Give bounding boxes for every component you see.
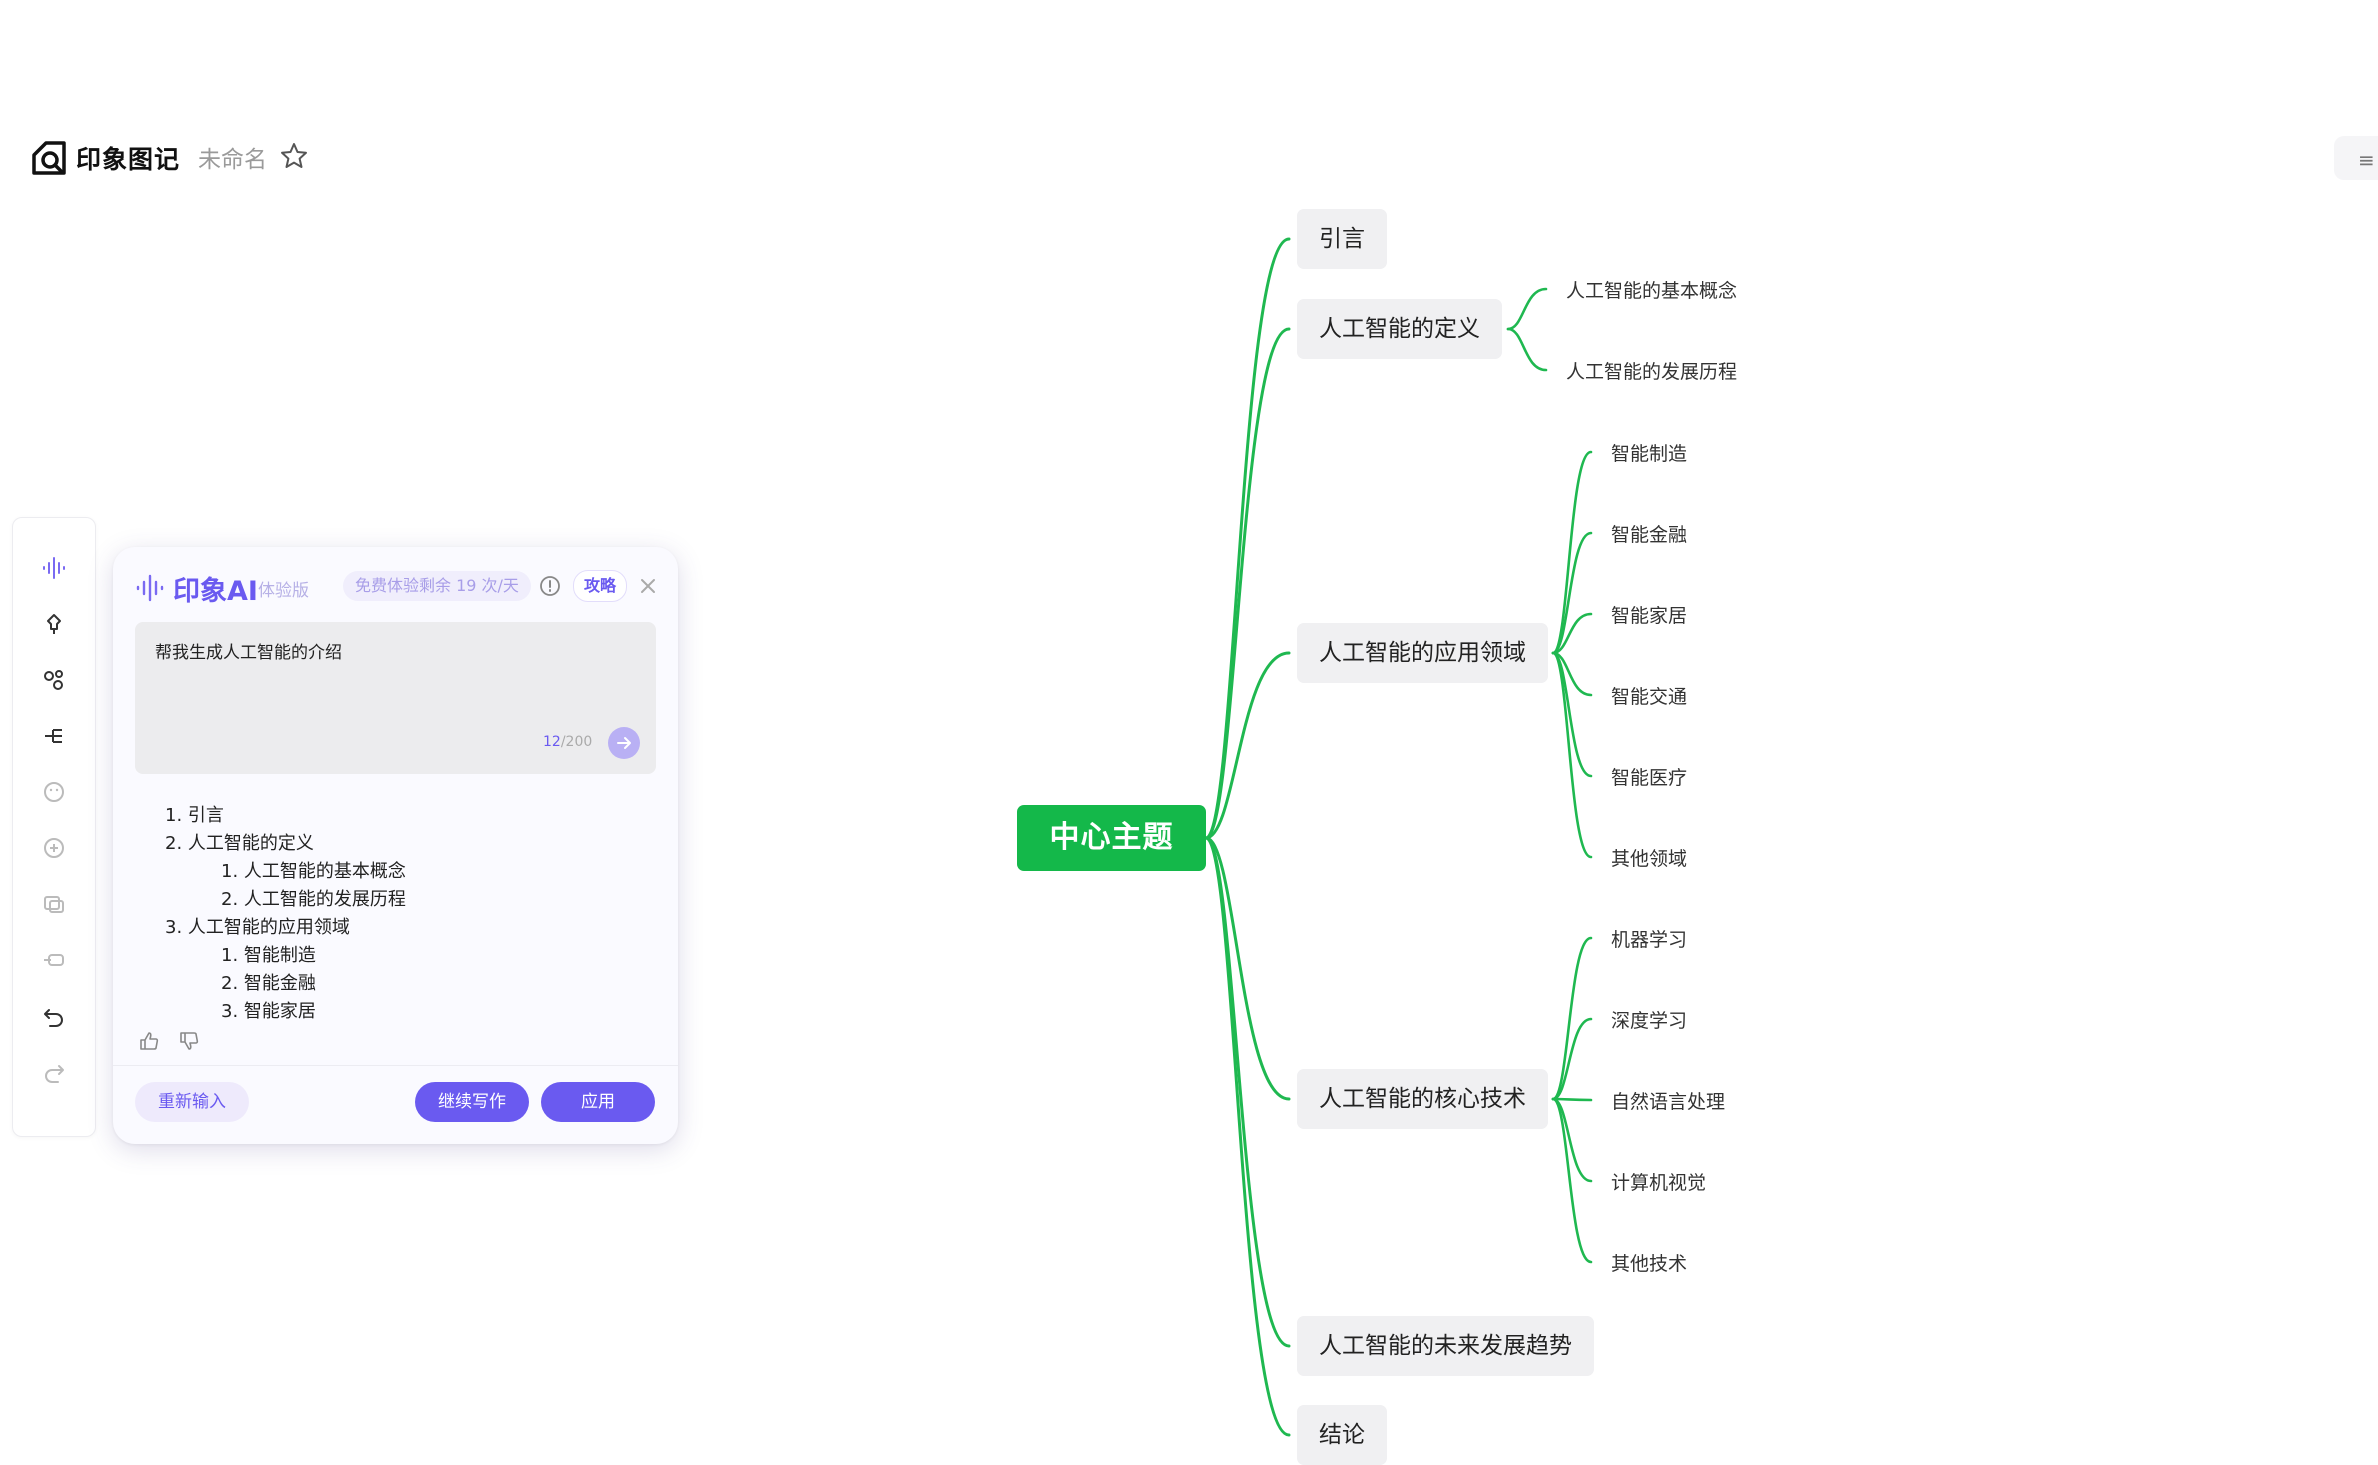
add-circle-icon [44,838,64,858]
toolbar-ai-button[interactable] [34,548,74,588]
connector-line [1204,327,1291,840]
toolbar-insert-image-button[interactable] [34,884,74,924]
toolbar-add-button[interactable] [34,828,74,868]
outline-item: 2. 人工智能的定义 [165,833,314,854]
redo-icon [45,1065,64,1083]
app-header: 印象图记 未命名 ≡ [0,120,2378,200]
thumb-up-icon[interactable] [137,1029,161,1053]
leaf-node[interactable]: 计算机视觉 [1611,1172,1707,1194]
leaf-node[interactable]: 智能医疗 [1611,767,1688,789]
insert-image-icon [44,896,64,913]
leaf-node[interactable]: 深度学习 [1611,1010,1688,1032]
ai-sparkle-icon [43,557,65,579]
reinput-button[interactable]: 重新输入 [135,1082,249,1122]
ai-result-outline: 1. 引言 2. 人工智能的定义 1. 人工智能的基本概念 2. 人工智能的发展… [135,795,656,1022]
connector-line [1551,651,1593,859]
outline-item: 2. 人工智能的发展历程 [221,889,406,910]
connector-line [1204,651,1291,840]
link-icon [44,954,64,966]
star-icon[interactable] [278,140,310,172]
connector-line [1551,1097,1593,1102]
apply-button[interactable]: 应用 [541,1082,655,1122]
ai-prompt-input[interactable]: 帮我生成人工智能的介绍 12/200 [135,622,656,774]
center-topic-node[interactable]: 中心主题 [1017,805,1206,871]
counter-current: 12 [543,734,561,750]
toolbar-undo-button[interactable] [34,996,74,1036]
connector-line [1551,1097,1593,1264]
leaf-node[interactable]: 智能金融 [1611,524,1688,546]
divider [113,1065,678,1066]
connector-line [1551,936,1593,1101]
counter-max: /200 [560,734,593,750]
connector-line [1204,836,1291,1437]
leaf-node[interactable]: 其他领域 [1611,848,1688,870]
app-logo-icon [32,141,66,175]
branch-node-intro[interactable]: 引言 [1297,209,1387,269]
toolbar-node-style-button[interactable] [34,660,74,700]
emoji-icon [44,782,64,802]
connector-line [1204,237,1291,840]
outline-item: 1. 人工智能的基本概念 [221,861,406,882]
guide-button[interactable]: 攻略 [573,570,627,602]
close-icon[interactable] [636,574,660,598]
document-title[interactable]: 未命名 [198,147,267,173]
branch-node-definition[interactable]: 人工智能的定义 [1297,299,1502,359]
outline-item: 3. 智能家居 [221,1001,316,1022]
connector-line [1204,836,1291,1101]
ai-quota-badge: 免费体验剩余 19 次/天 [343,571,531,601]
ai-panel-header: 印象AI 体验版 免费体验剩余 19 次/天 攻略 [113,547,678,625]
connector-line [1551,651,1593,778]
continue-writing-button[interactable]: 继续写作 [415,1082,529,1122]
node-style-icon [44,670,63,690]
leaf-node[interactable]: 自然语言处理 [1611,1091,1726,1113]
send-button[interactable] [608,727,640,759]
arrow-right-icon [617,737,631,749]
branch-node-core-tech[interactable]: 人工智能的核心技术 [1297,1069,1548,1129]
toolbar-emoji-button[interactable] [34,772,74,812]
leaf-node[interactable]: 机器学习 [1611,929,1688,951]
connector-line [1506,287,1548,331]
feedback-row [135,1027,335,1057]
character-counter: 12/200 [543,734,592,750]
connector-line [1551,531,1593,655]
outline-item: 1. 引言 [165,805,224,826]
outline-item: 3. 人工智能的应用领域 [165,917,350,938]
undo-icon [44,1009,63,1027]
info-icon[interactable] [538,574,562,598]
menu-button[interactable]: ≡ [2334,136,2378,180]
ai-sparkle-icon [136,574,164,602]
toolbar-link-button[interactable] [34,940,74,980]
app-name: 印象图记 [76,145,181,174]
connector-line [1551,1017,1593,1101]
menu-icon: ≡ [2358,148,2375,172]
branch-node-future[interactable]: 人工智能的未来发展趋势 [1297,1316,1594,1376]
pin-icon [47,614,61,634]
outline-item: 1. 智能制造 [221,945,316,966]
toolbar-pin-button[interactable] [34,604,74,644]
leaf-node[interactable]: 人工智能的基本概念 [1566,280,1738,302]
leaf-node[interactable]: 智能家居 [1611,605,1688,627]
ai-panel-title: 印象AI [173,576,258,607]
ai-assistant-panel: 印象AI 体验版 免费体验剩余 19 次/天 攻略 帮我生成人工智能的介绍 12… [113,547,678,1144]
toolbar-structure-button[interactable] [34,716,74,756]
outline-item: 2. 智能金融 [221,973,316,994]
connector-line [1551,612,1593,655]
branch-node-conclusion[interactable]: 结论 [1297,1405,1387,1465]
leaf-node[interactable]: 智能交通 [1611,686,1688,708]
thumb-down-icon[interactable] [177,1029,201,1053]
connector-line [1506,327,1548,372]
toolbar-redo-button[interactable] [34,1052,74,1092]
left-toolbar [12,517,96,1137]
ai-edition-label: 体验版 [258,581,309,601]
leaf-node[interactable]: 人工智能的发展历程 [1566,361,1738,383]
connector-line [1551,450,1593,655]
ai-prompt-text: 帮我生成人工智能的介绍 [155,643,342,663]
branch-node-applications[interactable]: 人工智能的应用领域 [1297,623,1548,683]
leaf-node[interactable]: 智能制造 [1611,443,1688,465]
leaf-node[interactable]: 其他技术 [1611,1253,1688,1275]
structure-icon [45,729,62,743]
